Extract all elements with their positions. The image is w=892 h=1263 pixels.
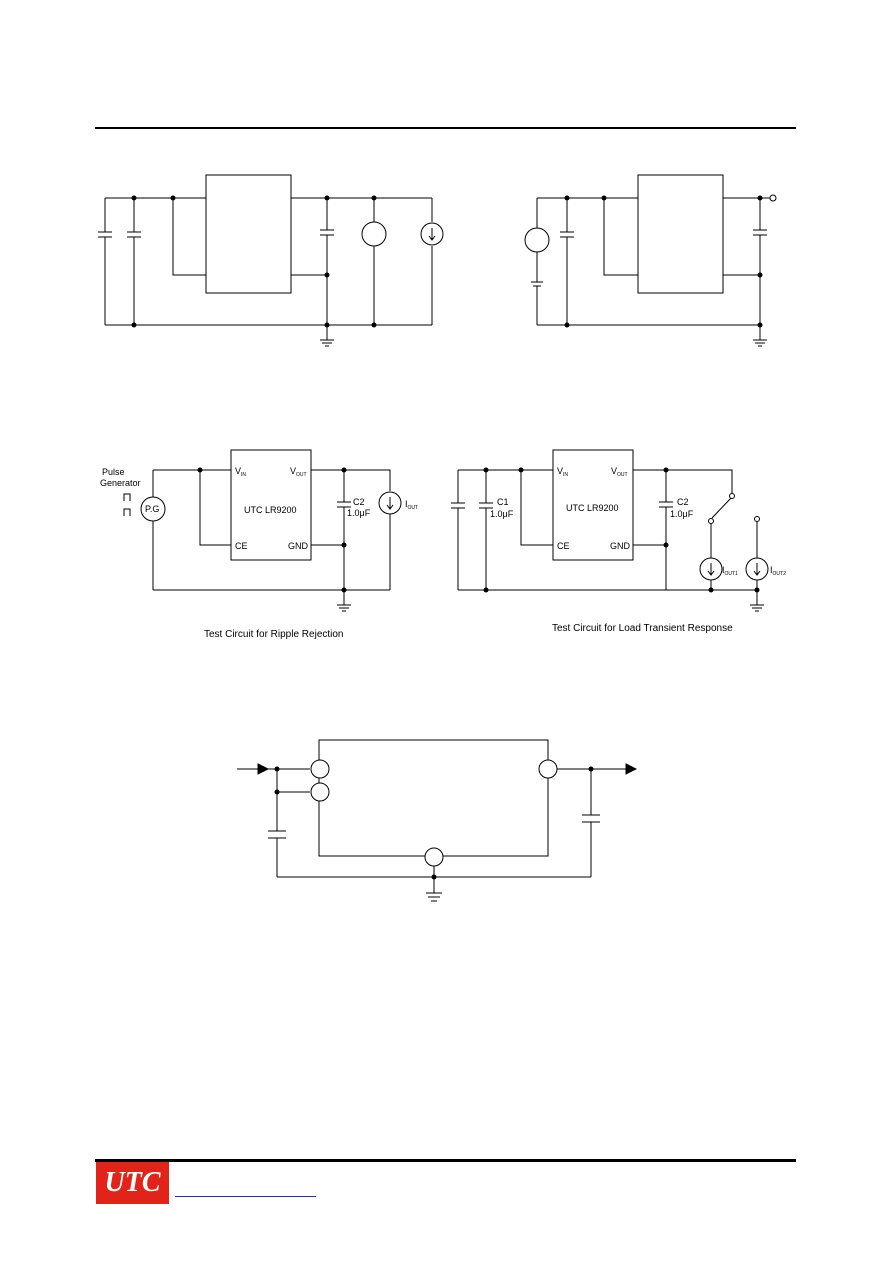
ripple-caption: Test Circuit for Ripple Rejection bbox=[204, 629, 344, 640]
switch-symbol bbox=[711, 497, 732, 519]
pin-vin-label: VIN bbox=[235, 466, 246, 478]
c2-name: C2 bbox=[353, 497, 365, 507]
c1-value: 1.0μF bbox=[490, 509, 514, 519]
footer-rule bbox=[95, 1159, 796, 1162]
switch-terminal bbox=[754, 516, 760, 522]
output-arrow bbox=[625, 763, 638, 775]
pin-vin-label: VIN bbox=[557, 466, 568, 478]
ic-box bbox=[205, 174, 292, 294]
pin-ce-label: CE bbox=[557, 541, 570, 551]
pin-circle bbox=[424, 847, 444, 867]
pin-vout-label: VOUT bbox=[611, 466, 628, 478]
c2-name: C2 bbox=[677, 497, 689, 507]
pin-gnd-label: GND bbox=[610, 541, 631, 551]
ic-box bbox=[230, 449, 312, 561]
pulse-waveform-icon bbox=[123, 493, 131, 501]
iout2-label: IOUT2 bbox=[770, 565, 786, 577]
pin-circle bbox=[310, 759, 330, 779]
ic-label: UTC LR9200 bbox=[566, 503, 619, 513]
pin-circle bbox=[538, 759, 558, 779]
ic-box bbox=[637, 174, 724, 294]
pin-circle bbox=[310, 782, 330, 802]
iout-label: IOUT bbox=[405, 499, 418, 511]
wire-ce bbox=[172, 198, 206, 276]
ic-label: UTC LR9200 bbox=[244, 505, 297, 515]
output-terminal bbox=[769, 194, 777, 202]
c1-name: C1 bbox=[497, 497, 509, 507]
utc-logo: UTC bbox=[96, 1162, 169, 1204]
pin-ce-label: CE bbox=[235, 541, 248, 551]
website-link-underline[interactable] bbox=[175, 1196, 316, 1197]
pg-label: P.G bbox=[145, 504, 159, 514]
c2-value: 1.0μF bbox=[670, 509, 694, 519]
pulse-generator-label-1: Pulse bbox=[102, 467, 125, 477]
meter-symbol bbox=[361, 221, 387, 247]
ic-box bbox=[318, 739, 549, 857]
transient-caption: Test Circuit for Load Transient Response bbox=[552, 623, 733, 634]
switch-terminal bbox=[729, 493, 735, 499]
c2-value: 1.0μF bbox=[347, 508, 371, 518]
ic-box bbox=[552, 449, 634, 561]
pin-gnd-label: GND bbox=[288, 541, 309, 551]
switch-terminal bbox=[708, 518, 714, 524]
iout1-label: IOUT1 bbox=[722, 565, 738, 577]
pin-vout-label: VOUT bbox=[290, 466, 307, 478]
pulse-generator-label-2: Generator bbox=[100, 478, 141, 488]
header-rule bbox=[95, 127, 796, 129]
